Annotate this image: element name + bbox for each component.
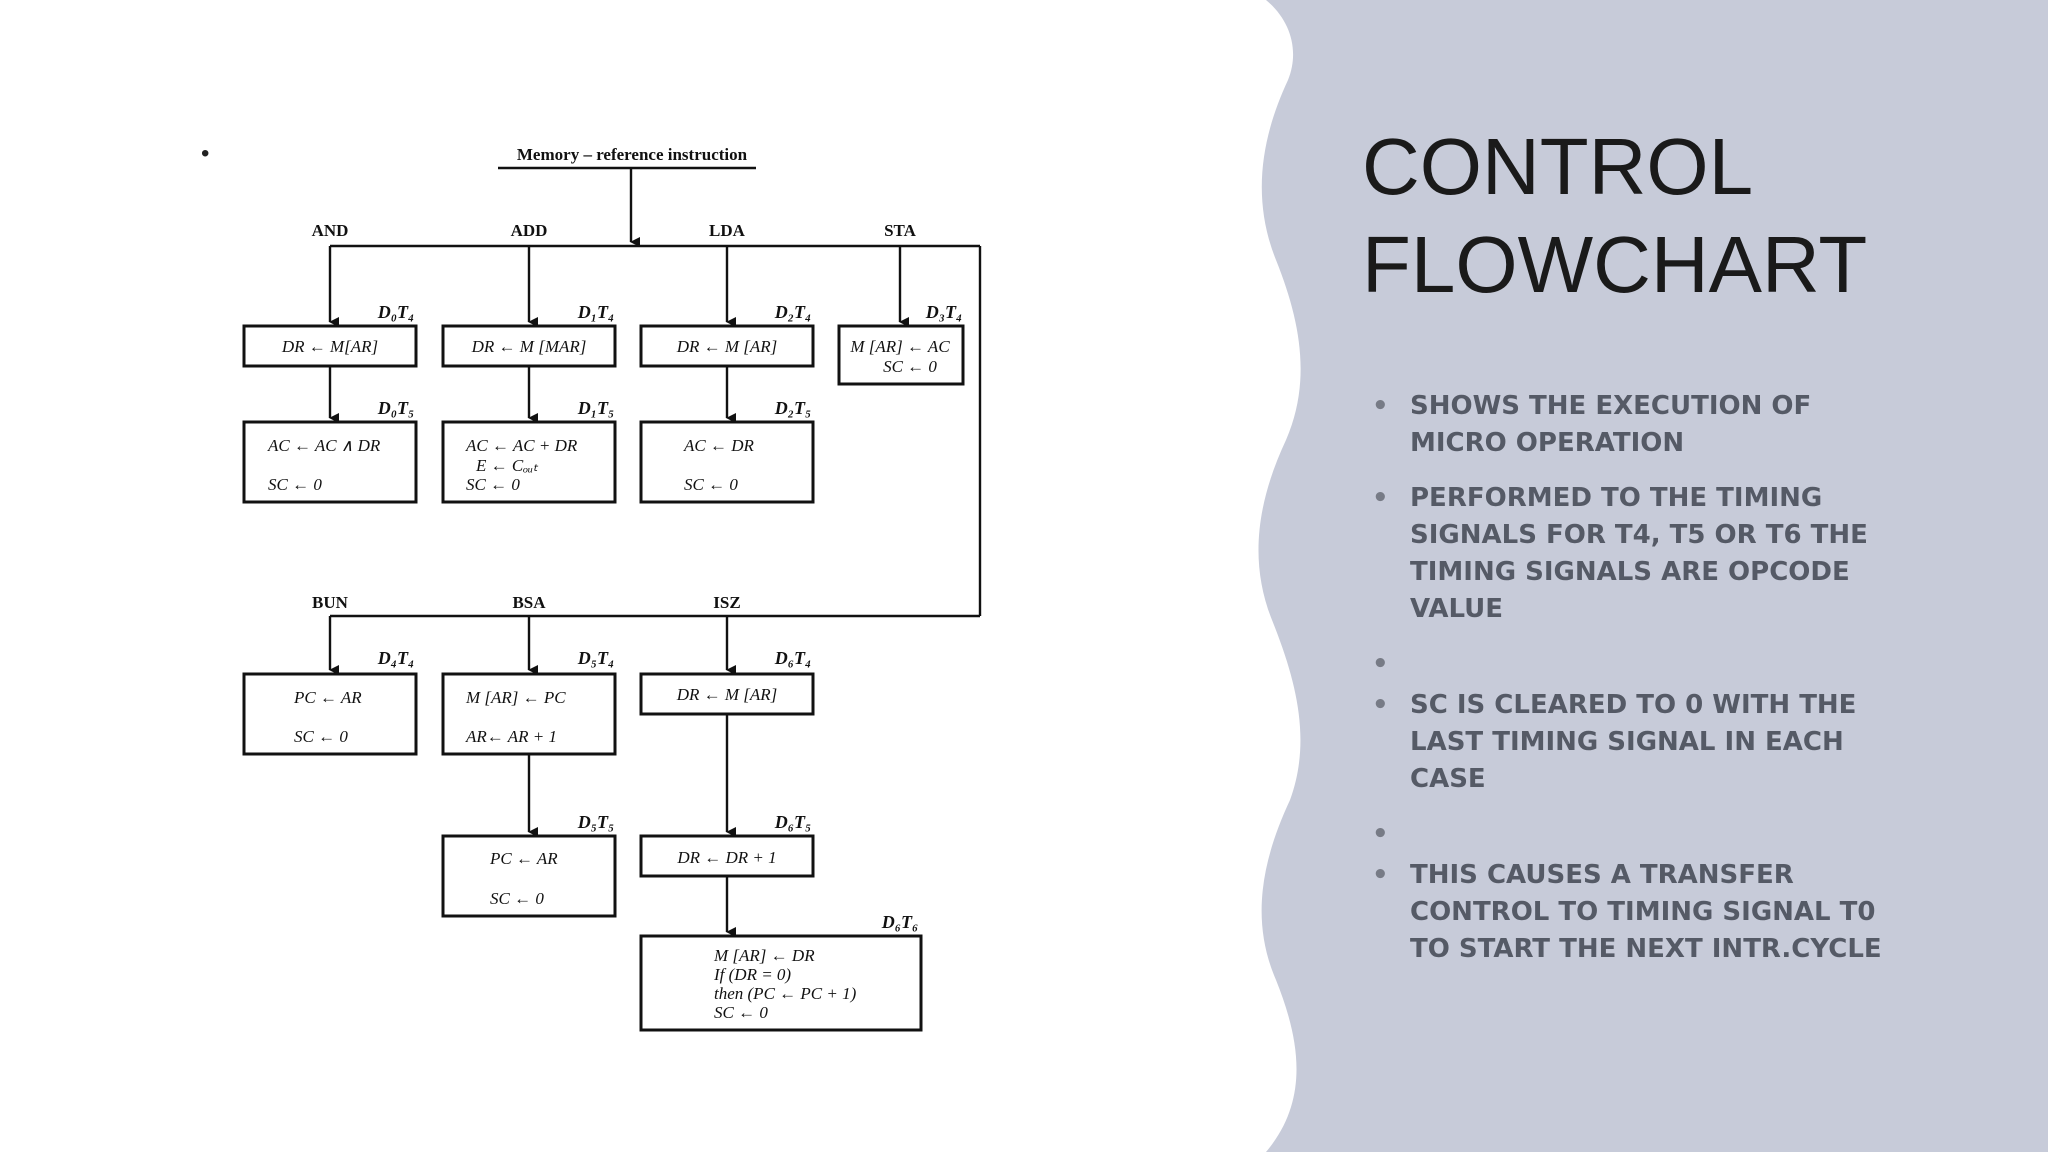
op-isz-1: DR ← M [AR] [676, 685, 778, 704]
op-and-exec-1: AC ← AC ∧ DR [267, 436, 381, 455]
op-add-fetch: DR ← M [MAR] [471, 337, 587, 356]
op-isz-3d: SC ← 0 [714, 1003, 768, 1022]
timing-d1t4: D₁T₄ [577, 302, 615, 322]
branch-lda: LDA [709, 221, 746, 240]
timing-d0t5: D₀T₅ [377, 398, 415, 418]
op-lda-exec-2: SC ← 0 [684, 475, 738, 494]
bullet-list: SHOWS THE EXECUTION OF MICRO OPERATION P… [1362, 388, 1882, 986]
timing-d3t4: D₃T₄ [925, 302, 963, 322]
timing-d2t4: D₂T₄ [774, 302, 812, 322]
box-bun [242, 672, 418, 756]
op-bsa-2a: PC ← AR [489, 849, 558, 868]
op-bun-2: SC ← 0 [294, 727, 348, 746]
op-sta-2: SC ← 0 [883, 357, 937, 376]
op-and-exec-2: SC ← 0 [268, 475, 322, 494]
op-lda-fetch: DR ← M [AR] [676, 337, 778, 356]
box-isz-3 [639, 934, 923, 1032]
slide-title: CONTROL FLOWCHART [1362, 118, 1982, 314]
op-isz-2: DR ← DR + 1 [676, 848, 776, 867]
title-line-2: FLOWCHART [1362, 220, 1868, 309]
timing-d1t5: D₁T₅ [577, 398, 615, 418]
op-bsa-1b: AR← AR + 1 [465, 727, 557, 746]
box-bsa-1 [441, 672, 617, 756]
op-isz-3a: M [AR] ← DR [713, 946, 815, 965]
timing-d6t5: D₆T₅ [774, 812, 812, 832]
op-bsa-2b: SC ← 0 [490, 889, 544, 908]
timing-d5t5: D₅T₅ [577, 812, 615, 832]
timing-d6t6: D₆T₆ [881, 912, 919, 932]
op-bun-1: PC ← AR [293, 688, 362, 707]
op-add-exec-2: E ← Cₒᵤₜ [475, 456, 539, 475]
box-add-exec [441, 420, 617, 504]
branch-add: ADD [511, 221, 548, 240]
op-and-fetch: DR ← M[AR] [281, 337, 378, 356]
op-isz-3c: then (PC ← PC + 1) [714, 984, 857, 1003]
branch-and: AND [312, 221, 349, 240]
box-isz-1 [639, 672, 815, 716]
flowchart-header: Memory – reference instruction [517, 145, 748, 164]
bullet-item-empty [1362, 646, 1882, 683]
timing-d4t4: D₄T₄ [377, 648, 415, 668]
box-isz-2 [639, 834, 815, 878]
branch-sta: STA [884, 221, 917, 240]
box-and-fetch [242, 324, 418, 368]
op-isz-3b: If (DR = 0) [713, 965, 791, 984]
empty-bullet: • [201, 140, 210, 167]
bullet-item: SC IS CLEARED TO 0 WITH THE LAST TIMING … [1362, 687, 1882, 798]
branch-bsa: BSA [512, 593, 546, 612]
box-bsa-2 [441, 834, 617, 918]
op-add-exec-1: AC ← AC + DR [465, 436, 578, 455]
box-add-fetch [441, 324, 617, 368]
timing-d0t4: D₀T₄ [377, 302, 415, 322]
box-sta [837, 324, 965, 386]
bullet-item: THIS CAUSES A TRANSFER CONTROL TO TIMING… [1362, 857, 1882, 968]
op-bsa-1a: M [AR] ← PC [465, 688, 566, 707]
bullet-item-empty [1362, 816, 1882, 853]
timing-d2t5: D₂T₅ [774, 398, 812, 418]
branch-bun: BUN [312, 593, 349, 612]
bullet-item: PERFORMED TO THE TIMING SIGNALS FOR T4, … [1362, 480, 1882, 628]
title-line-1: CONTROL [1362, 122, 1754, 211]
box-lda-exec [639, 420, 815, 504]
op-sta-1: M [AR] ← AC [849, 337, 950, 356]
branch-isz: ISZ [713, 593, 740, 612]
bullet-item: SHOWS THE EXECUTION OF MICRO OPERATION [1362, 388, 1882, 462]
op-lda-exec-1: AC ← DR [683, 436, 755, 455]
op-add-exec-3: SC ← 0 [466, 475, 520, 494]
timing-d5t4: D₅T₄ [577, 648, 615, 668]
timing-d6t4: D₆T₄ [774, 648, 812, 668]
box-and-exec [242, 420, 418, 504]
